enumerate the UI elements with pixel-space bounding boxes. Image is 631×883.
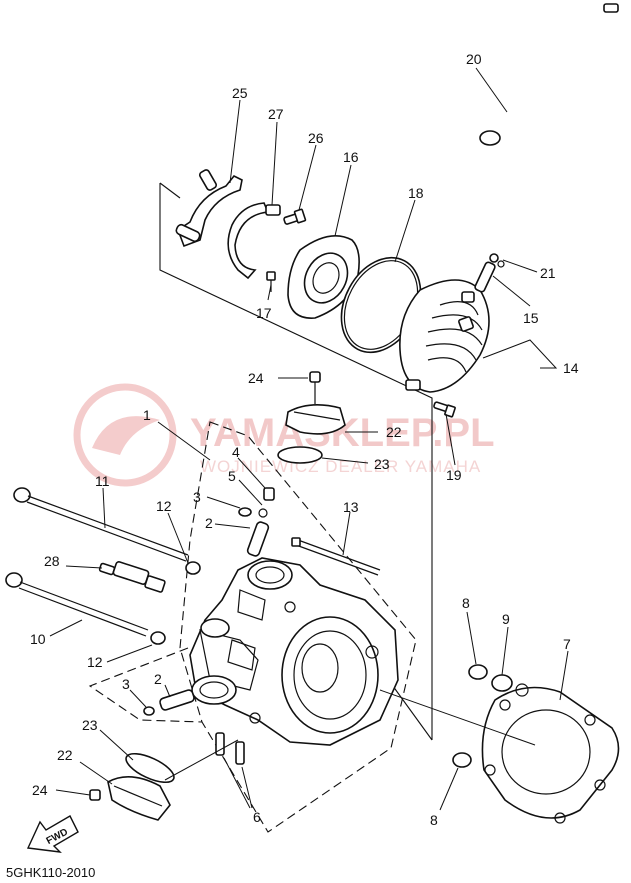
callout-9: 9 [502, 611, 510, 627]
callout-16: 16 [343, 149, 359, 165]
callout-1: 1 [143, 407, 151, 423]
watermark-logo-swoosh [92, 416, 160, 455]
plate-16 [287, 234, 360, 319]
callout-19: 19 [446, 467, 462, 483]
stud-10 [5, 572, 166, 645]
callout-20: 20 [466, 51, 482, 67]
leader-lines [49, 67, 569, 811]
callout-24-bottom: 24 [32, 782, 48, 798]
guide-2-lower [143, 689, 195, 716]
diagram-code: 5GHK110-2010 [6, 865, 95, 880]
callout-24-top: 24 [248, 370, 264, 386]
callout-21: 21 [540, 265, 556, 281]
assembly-frame [159, 182, 433, 741]
guide-2-upper [238, 507, 270, 557]
hose-end-cap [603, 3, 619, 13]
callout-2-upper: 2 [205, 515, 213, 531]
callout-10: 10 [30, 631, 46, 647]
spark-plug-28 [98, 561, 166, 593]
oring-9 [491, 674, 513, 692]
callout-12-upper: 12 [156, 498, 172, 514]
bracket-25 [175, 169, 243, 248]
callout-22-top: 22 [386, 424, 402, 440]
callout-27: 27 [268, 106, 284, 122]
fwd-arrow-icon: FWD [26, 815, 79, 853]
callout-26: 26 [308, 130, 324, 146]
cylinder-head-body [189, 557, 399, 746]
bolt-26 [283, 208, 307, 225]
callout-23-top: 23 [374, 456, 390, 472]
bolt-17 [266, 271, 276, 292]
nipple-15 [474, 253, 505, 293]
callout-numbers: 25 27 26 16 18 20 21 15 14 17 24 22 23 1… [30, 51, 579, 828]
gasket-7 [481, 686, 620, 824]
bolt-19 [433, 401, 456, 418]
callout-8-upper: 8 [462, 595, 470, 611]
callout-3-lower: 3 [122, 676, 130, 692]
cap-22-top [285, 371, 346, 435]
dowel-8-lower [452, 752, 472, 768]
gasket-23-top [277, 446, 323, 464]
callout-23-bottom: 23 [82, 717, 98, 733]
intake-dashed-group [88, 647, 203, 723]
stud-11 [13, 487, 201, 575]
callout-7: 7 [563, 636, 571, 652]
callout-8-lower: 8 [430, 812, 438, 828]
callout-14: 14 [563, 360, 579, 376]
callout-6: 6 [253, 809, 261, 825]
watermark-subtitle: WOJNIEWICZ DEALER YAMAHA [200, 457, 481, 476]
callout-28: 28 [44, 553, 60, 569]
callout-5: 5 [228, 468, 236, 484]
callout-25: 25 [232, 85, 248, 101]
callout-2-lower: 2 [154, 671, 162, 687]
callout-15: 15 [523, 310, 539, 326]
bracket-27 [227, 202, 281, 280]
stud-13 [291, 537, 381, 576]
callout-18: 18 [408, 185, 424, 201]
callout-22-bottom: 22 [57, 747, 73, 763]
callout-11: 11 [95, 473, 110, 489]
hose-clamp [479, 130, 501, 146]
gasket-23-bottom [125, 752, 175, 784]
callout-4: 4 [232, 444, 240, 460]
dowel-8-upper [468, 664, 488, 680]
dowel-pins-6 [215, 732, 245, 765]
callout-17: 17 [256, 305, 272, 321]
cap-22-bottom [89, 776, 171, 821]
callout-13: 13 [343, 499, 359, 515]
callout-3-upper: 3 [193, 489, 201, 505]
callout-12-lower: 12 [87, 654, 103, 670]
watermark-logo-icon [73, 383, 177, 487]
bolt-4 [258, 487, 275, 518]
cylinder-head-dashed-group [179, 421, 417, 833]
